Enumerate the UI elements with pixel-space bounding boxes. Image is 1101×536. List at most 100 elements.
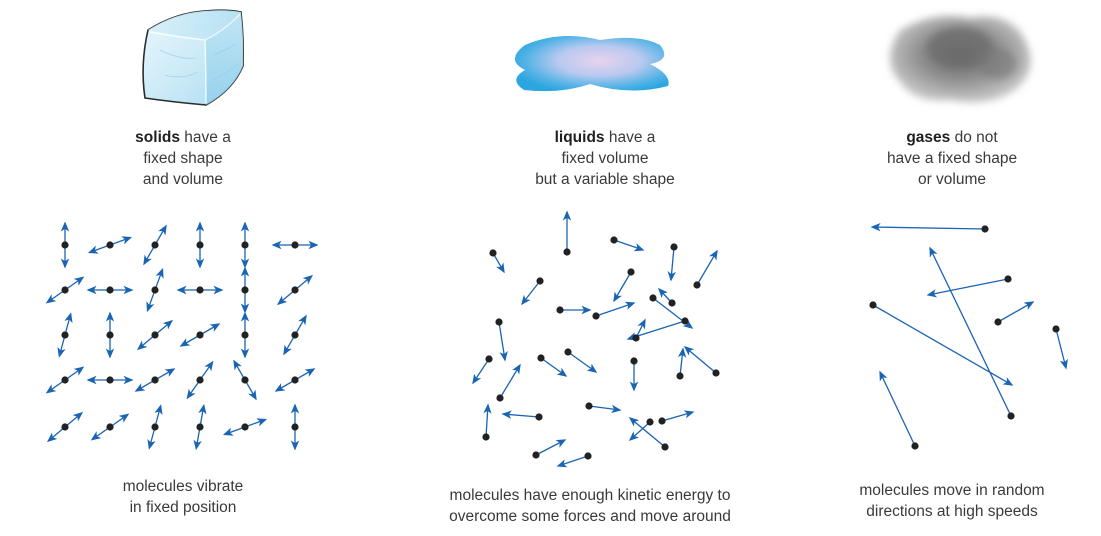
motion-arrow [926, 278, 1009, 298]
molecule-dot [994, 318, 1002, 326]
molecule-dot [536, 277, 544, 285]
molecule-dot [291, 331, 299, 339]
molecule-dot [151, 286, 159, 294]
molecule-dot [869, 301, 877, 309]
motion-arrow [879, 370, 916, 447]
solid-caption-line3: and volume [142, 171, 224, 188]
molecule-dot [564, 348, 572, 356]
solid-description-line2: in fixed position [129, 499, 237, 516]
molecule-dot [151, 376, 159, 384]
molecule-dot [646, 418, 654, 426]
molecule-dot [489, 249, 497, 257]
molecule-dot [151, 241, 159, 249]
molecule-dot [911, 442, 919, 450]
molecule-dot [151, 423, 159, 431]
motion-arrow [929, 246, 1012, 417]
gas-caption-bold: gases [906, 129, 951, 146]
solid-description: molecules vibrate in fixed position [33, 476, 333, 518]
molecule-dot [535, 413, 543, 421]
motion-arrow [677, 347, 687, 377]
molecule-dot [693, 281, 701, 289]
motion-arrow [667, 246, 676, 282]
liquid-caption-line1: have a [604, 129, 656, 146]
molecule-dot [610, 236, 618, 244]
motion-arrow [613, 271, 632, 303]
molecule-dot [61, 376, 69, 384]
gas-caption-line2: have a fixed shape [886, 150, 1018, 167]
liquid-molecule-field [472, 210, 720, 468]
molecule-dot [291, 376, 299, 384]
motion-arrow [483, 403, 492, 438]
molecule-dot [106, 286, 114, 294]
molecule-dot [1007, 412, 1015, 420]
molecule-dot [584, 452, 592, 460]
molecule-dot [291, 423, 299, 431]
molecule-dot [482, 433, 490, 441]
molecule-dot [1004, 275, 1012, 283]
molecule-dot [151, 331, 159, 339]
motion-arrow [492, 252, 505, 274]
molecule-dot [241, 331, 249, 339]
molecule-dot [649, 294, 657, 302]
molecule-dot [537, 354, 545, 362]
molecule-dot [585, 402, 593, 410]
molecule-dot [556, 306, 564, 314]
gas-cloud-icon [890, 15, 1031, 103]
gas-description: molecules move in random directions at h… [802, 480, 1101, 522]
motion-arrow [472, 358, 490, 385]
molecule-dot [630, 357, 638, 365]
liquid-caption-bold: liquids [554, 129, 605, 146]
solid-caption-line1: have a [179, 129, 231, 146]
molecule-dot [61, 331, 69, 339]
molecule-dot [196, 286, 204, 294]
molecule-dot [106, 241, 114, 249]
motion-arrow [499, 363, 521, 399]
motion-arrow [567, 351, 598, 373]
motion-arrow [628, 421, 651, 442]
gas-caption-line1: do not [950, 129, 998, 146]
molecule-dot [291, 286, 299, 294]
molecule-dot [661, 443, 669, 451]
liquid-description: molecules have enough kinetic energy to … [405, 485, 775, 527]
molecule-dot [496, 394, 504, 402]
molecule-dot [61, 241, 69, 249]
solid-caption-bold: solids [135, 129, 180, 146]
motion-arrow [997, 301, 1035, 323]
molecule-dot [241, 286, 249, 294]
liquid-puddle-icon [515, 36, 669, 92]
motion-arrow [535, 439, 567, 456]
molecule-dot [563, 248, 571, 256]
motion-arrow [501, 410, 540, 419]
molecule-dot [681, 317, 689, 325]
motion-arrow [540, 357, 568, 377]
liquid-caption-line2: fixed volume [561, 150, 649, 167]
molecule-dot [196, 423, 204, 431]
molecule-dot [668, 299, 676, 307]
motion-arrow [661, 410, 695, 422]
molecule-dot [291, 241, 299, 249]
motion-arrow [498, 321, 508, 362]
molecule-dot [1052, 325, 1060, 333]
molecule-dot [241, 376, 249, 384]
molecule-dot [592, 312, 600, 320]
motion-arrow [1055, 328, 1068, 370]
molecule-dot [61, 423, 69, 431]
gas-description-line1: molecules move in random [859, 482, 1045, 499]
liquid-caption-line3: but a variable shape [535, 171, 675, 188]
gas-caption: gases do not have a fixed shape or volum… [802, 127, 1101, 190]
liquid-description-line2: overcome some forces and move around [449, 508, 731, 525]
solid-molecule-grid [45, 221, 319, 451]
liquid-description-line1: molecules have enough kinetic energy to [449, 487, 731, 504]
solid-description-line1: molecules vibrate [122, 478, 244, 495]
ice-cube-icon [142, 9, 245, 106]
motion-arrow [521, 280, 541, 306]
molecule-dot [712, 369, 720, 377]
gas-caption-line3: or volume [917, 171, 987, 188]
molecule-dot [61, 286, 69, 294]
molecule-dot [106, 376, 114, 384]
motion-arrow [628, 417, 666, 448]
molecule-dot [495, 318, 503, 326]
molecule-dot [196, 376, 204, 384]
